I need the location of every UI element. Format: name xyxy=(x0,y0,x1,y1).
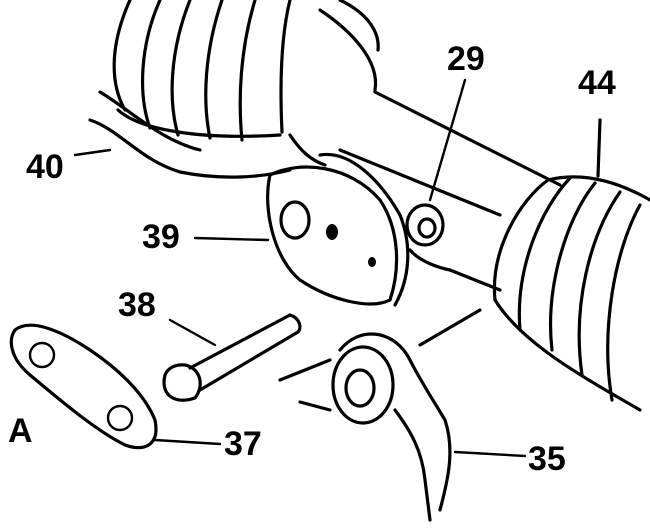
part-label-44: 44 xyxy=(578,64,616,102)
mounting-bracket xyxy=(88,90,292,179)
mounting-plate xyxy=(266,152,410,307)
part-label-35: 35 xyxy=(528,440,566,478)
part-label-39: 39 xyxy=(142,218,180,256)
lock-plate xyxy=(9,323,158,450)
view-label-a: A xyxy=(8,412,33,450)
left-bellows-boot xyxy=(112,0,380,142)
bushing xyxy=(405,203,502,292)
bolt xyxy=(162,313,302,402)
part-label-37: 37 xyxy=(224,425,262,463)
part-label-40: 40 xyxy=(26,148,64,186)
part-label-38: 38 xyxy=(118,286,156,324)
tie-rod-end xyxy=(278,308,482,522)
steering-rack-housing xyxy=(288,90,562,217)
part-label-29: 29 xyxy=(447,40,485,78)
right-bellows-boot xyxy=(492,118,650,412)
leader-lines xyxy=(73,78,527,458)
